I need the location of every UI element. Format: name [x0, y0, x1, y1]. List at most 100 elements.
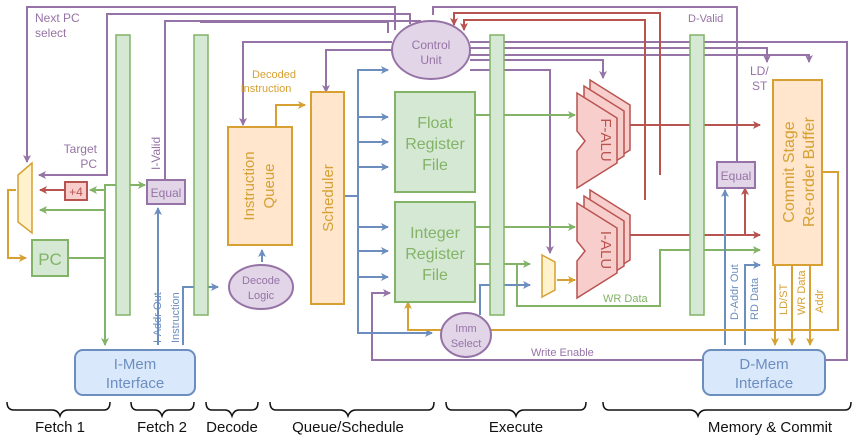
brace-fetch2 [130, 401, 195, 419]
label-d-addr-out: D-Addr Out [729, 264, 741, 320]
plus4-label: +4 [69, 185, 83, 199]
imem-interface [74, 349, 196, 396]
wire-rd-data [744, 261, 761, 345]
wire-target-pc [38, 13, 411, 179]
stage-label-queue-schedule: Queue/Schedule [292, 419, 404, 436]
label-i-addr-out: I-Addr Out [152, 292, 164, 343]
signal-labels: Next PC select Target PC I-Valid I-Addr … [35, 11, 826, 359]
wire-cu-ldst [470, 47, 771, 63]
wire-mux-to-pc [7, 189, 27, 262]
label-wr-data-exec: WR Data [603, 293, 649, 305]
label-decoded-instruction-1: Decoded [252, 69, 296, 81]
equal-fetch-label: Equal [151, 186, 182, 200]
label-wr-data-mem: WR Data [796, 270, 808, 316]
label-target-pc-1: Target [64, 142, 98, 156]
label-addr: Addr [814, 289, 826, 313]
control-unit [391, 20, 471, 80]
imm-select [440, 312, 492, 358]
label-next-pc-select-1: Next PC [35, 11, 80, 25]
wire-commit-to-irf [404, 171, 839, 331]
stage-label-memory-commit: Memory & Commit [708, 419, 833, 436]
label-next-pc-select-2: select [35, 26, 67, 40]
imm-select-label-2: Select [451, 338, 482, 350]
pc-label: PC [38, 250, 62, 269]
label-i-valid: I-Valid [149, 137, 163, 170]
brace-execute [445, 401, 587, 419]
equal-fetch-block [146, 179, 186, 205]
decode-logic [228, 264, 294, 310]
pipeline-register-4 [689, 34, 705, 316]
commit-stage-rob [772, 79, 823, 266]
ialu: I-ALU [576, 188, 631, 300]
commit-label-1: Commit Stage [781, 121, 798, 222]
wire-cu-falu [470, 59, 607, 79]
wire-red-1 [450, 12, 661, 175]
stage-label-execute: Execute [489, 419, 543, 436]
control-unit-label-2: Unit [420, 53, 442, 67]
pc-mux [17, 161, 33, 235]
wire-cu-mux [470, 69, 554, 254]
imm-select-label-1: Imm [455, 323, 476, 335]
wire-next-pc-select [23, 6, 396, 163]
stage-label-fetch2: Fetch 2 [137, 419, 187, 436]
wire-cu-to-queue [239, 41, 392, 126]
label-ldst: LD/ST [778, 284, 790, 315]
dmem-label-2: Interface [735, 375, 793, 392]
int-rf-label-2: Register [405, 246, 465, 263]
int-rf-label-1: Integer [410, 225, 460, 242]
wire-pc-to-equal [68, 181, 146, 259]
wire-sched-to-cu [340, 66, 389, 197]
float-rf-label-3: File [422, 157, 448, 174]
brace-fetch1 [6, 401, 111, 419]
decode-logic-label-1: Decode [242, 275, 280, 287]
stage-label-decode: Decode [206, 419, 258, 436]
wire-sched-to-imm [357, 196, 433, 337]
label-rd-data: RD Data [749, 277, 761, 320]
alu-operand-mux [541, 253, 556, 299]
brace-queue-schedule [269, 401, 435, 419]
pipeline-register-1 [115, 34, 131, 316]
stage-braces [6, 401, 852, 419]
pipeline-register-2 [193, 34, 209, 316]
label-ldst-top-2: ST [752, 79, 768, 93]
stage-labels: Fetch 1 Fetch 2 Decode Queue/Schedule Ex… [35, 419, 833, 436]
equal-mem-block [716, 161, 756, 189]
label-d-valid: D-Valid [688, 13, 723, 25]
imem-label-1: I-Mem [114, 356, 157, 373]
pipeline-registers [115, 34, 705, 316]
label-ldst-top-1: LD/ [750, 64, 769, 78]
wire-cu-to-scheduler [322, 49, 392, 93]
commit-label-2: Re-order Buffer [801, 116, 818, 227]
pc-register [31, 239, 69, 277]
brace-decode [205, 401, 259, 419]
wire-cu-right [470, 41, 848, 361]
wire-imm-to-mux [479, 281, 531, 315]
instruction-queue [227, 126, 293, 246]
stage-label-fetch1: Fetch 1 [35, 419, 85, 436]
label-target-pc-2: PC [80, 157, 97, 171]
decode-logic-label-2: Logic [248, 290, 275, 302]
imem-label-2: Interface [106, 375, 164, 392]
label-instruction: Instruction [170, 292, 182, 343]
wire-queue-to-scheduler [275, 101, 306, 127]
equal-mem-label: Equal [721, 169, 752, 183]
wire-cu-left [200, 21, 389, 33]
wire-cu-commit [470, 54, 813, 63]
control-unit-label-1: Control [412, 38, 451, 52]
float-register-file [394, 91, 476, 193]
wire-write-enable [371, 289, 523, 361]
instruction-queue-label-2: Queue [261, 163, 278, 208]
int-rf-label-3: File [422, 267, 448, 284]
dmem-label-1: D-Mem [739, 356, 788, 373]
instruction-queue-label-1: Instruction [241, 151, 258, 220]
wire-red-2 [460, 19, 646, 200]
label-decoded-instruction-2: Instruction [241, 83, 292, 95]
pipeline-register-3 [489, 34, 505, 316]
float-rf-label-1: Float [417, 115, 453, 132]
float-rf-label-2: Register [405, 136, 465, 153]
falu: F-ALU [576, 78, 631, 190]
scheduler-label: Scheduler [320, 164, 337, 232]
integer-register-file [394, 201, 476, 303]
label-write-enable: Write Enable [531, 347, 594, 359]
